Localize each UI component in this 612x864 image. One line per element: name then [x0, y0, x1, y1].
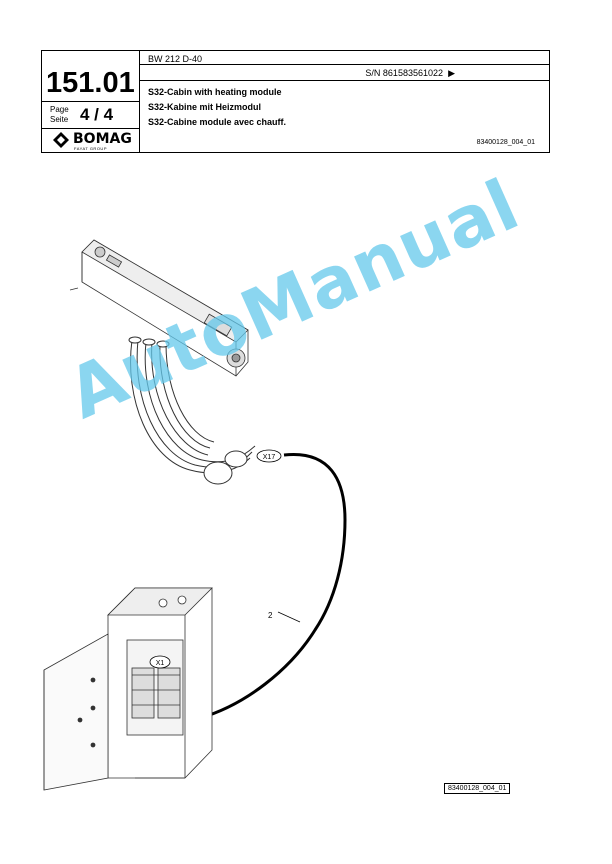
- page-number: 4 / 4: [80, 105, 114, 124]
- title-german: S32-Kabine mit Heizmodul: [148, 102, 262, 112]
- serial-number: S/N 861583561022: [365, 68, 443, 78]
- divider: [140, 64, 549, 65]
- bomag-logo: BOMAG FAYAT GROUP: [52, 131, 136, 151]
- title-french: S32-Cabine module avec chauff.: [148, 117, 287, 127]
- connector-label-x1: X1: [156, 660, 165, 667]
- hoses: [128, 336, 256, 485]
- play-arrow-icon: ▶: [448, 68, 455, 78]
- cable-label: 2: [268, 611, 273, 620]
- connector-label-x17: X17: [263, 454, 276, 461]
- title-english: S32-Cabin with heating module: [148, 87, 282, 97]
- sheet-number: 151.01: [46, 67, 135, 99]
- model-name: BW 212 D-40: [148, 54, 203, 64]
- divider: [42, 128, 139, 129]
- figure-reference: 83400128_004_01: [444, 783, 511, 794]
- logo-subtext: FAYAT GROUP: [74, 146, 107, 151]
- heating-module: [69, 239, 249, 377]
- diamond-logo-icon: [53, 132, 69, 148]
- connector-x17: X17: [256, 449, 282, 463]
- control-cabinet: [43, 587, 213, 791]
- sheet-info: 151.01 Page Seite 4 / 4 BOMAG FAYAT GROU…: [42, 51, 140, 152]
- page-label: Page Seite: [50, 105, 69, 124]
- sheet-details: BW 212 D-40 S/N 861583561022 ▶ S32-Cabin…: [140, 51, 549, 152]
- divider: [42, 51, 139, 102]
- logo-text: BOMAG: [73, 131, 132, 147]
- divider: [140, 80, 549, 81]
- drawing-reference: 83400128_004_01: [476, 139, 535, 146]
- title-block: 151.01 Page Seite 4 / 4 BOMAG FAYAT GROU…: [41, 50, 550, 153]
- connector-x1: X1: [149, 655, 171, 669]
